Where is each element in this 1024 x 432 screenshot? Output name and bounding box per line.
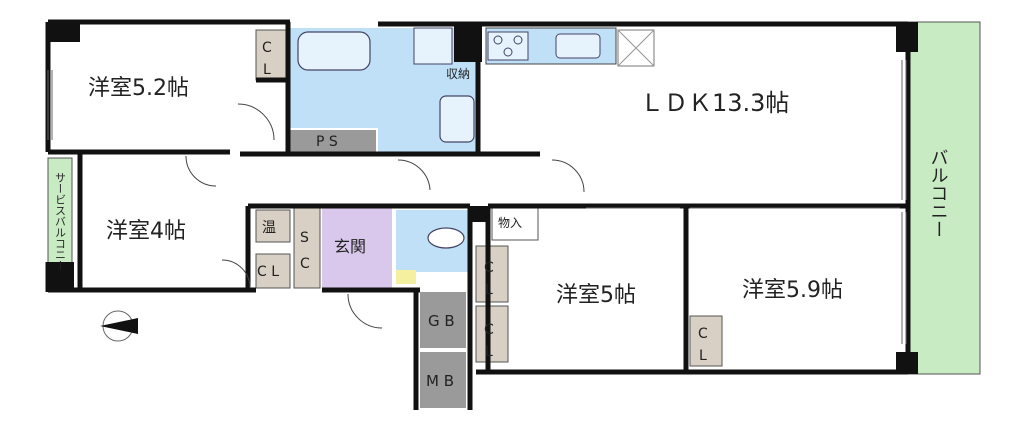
room-label-western-1: 洋室5.2帖 xyxy=(88,76,189,101)
label-cl-1b: L xyxy=(263,62,271,78)
windows xyxy=(47,60,907,344)
label-cl-3a-l: L xyxy=(485,282,493,298)
stove xyxy=(487,31,529,61)
label-cl-3b-l: L xyxy=(485,344,493,360)
room-label-western-3: 洋室5帖 xyxy=(556,283,636,308)
washbasin xyxy=(439,95,475,143)
columns xyxy=(48,22,918,374)
sink xyxy=(555,33,601,59)
label-cl-3b-c: C xyxy=(484,322,494,338)
label-balcony: バルコニー xyxy=(928,148,949,238)
entrance-area xyxy=(322,206,392,288)
room-label-entrance: 玄関 xyxy=(334,237,366,256)
label-monoire: 物入 xyxy=(498,216,522,230)
monoire-storage xyxy=(491,205,539,241)
washer-pan xyxy=(413,27,453,65)
label-onsui: 温 xyxy=(262,220,276,236)
closet-western3-b xyxy=(475,305,509,363)
gas-box xyxy=(420,292,466,348)
burner-3 xyxy=(503,47,513,57)
label-cl-1: C xyxy=(262,40,272,56)
label-shuno: 収納 xyxy=(446,67,470,81)
label-gb: G B xyxy=(428,312,455,330)
fridge-cross-2 xyxy=(617,29,655,67)
shoe-closet xyxy=(293,205,321,289)
toilet-floor-accent xyxy=(396,270,416,284)
room-label-western-2: 洋室4帖 xyxy=(106,219,186,244)
label-cl-4-c: C xyxy=(698,326,708,342)
room-label-ldk: ＬＤＫ13.3帖 xyxy=(640,89,789,117)
label-mb: M B xyxy=(426,372,454,390)
label-cl-3a-c: C xyxy=(484,260,494,276)
closet-western4 xyxy=(689,315,723,367)
water-heater-storage xyxy=(255,209,291,243)
closet-western3-a xyxy=(475,245,509,303)
main-balcony xyxy=(907,21,981,375)
label-sc-c: C xyxy=(300,256,310,272)
label-cl-4-l: L xyxy=(699,348,707,364)
closet-western2 xyxy=(255,253,291,289)
pipe-space xyxy=(290,130,376,152)
room-label-western-4: 洋室5.9帖 xyxy=(742,278,843,303)
burner-1 xyxy=(493,35,503,45)
bathtub xyxy=(297,31,371,71)
burner-2 xyxy=(513,35,523,45)
toilet-bowl xyxy=(427,227,465,249)
door-swings xyxy=(185,103,585,329)
label-sc-s: S xyxy=(300,230,309,246)
label-service-balcony: サービスバルコニー xyxy=(54,172,67,271)
north-compass-icon xyxy=(100,310,138,342)
label-cl-2: C L xyxy=(257,264,279,280)
label-ps: P S xyxy=(316,134,338,150)
closet-western1 xyxy=(255,29,287,81)
meter-box xyxy=(420,352,466,408)
